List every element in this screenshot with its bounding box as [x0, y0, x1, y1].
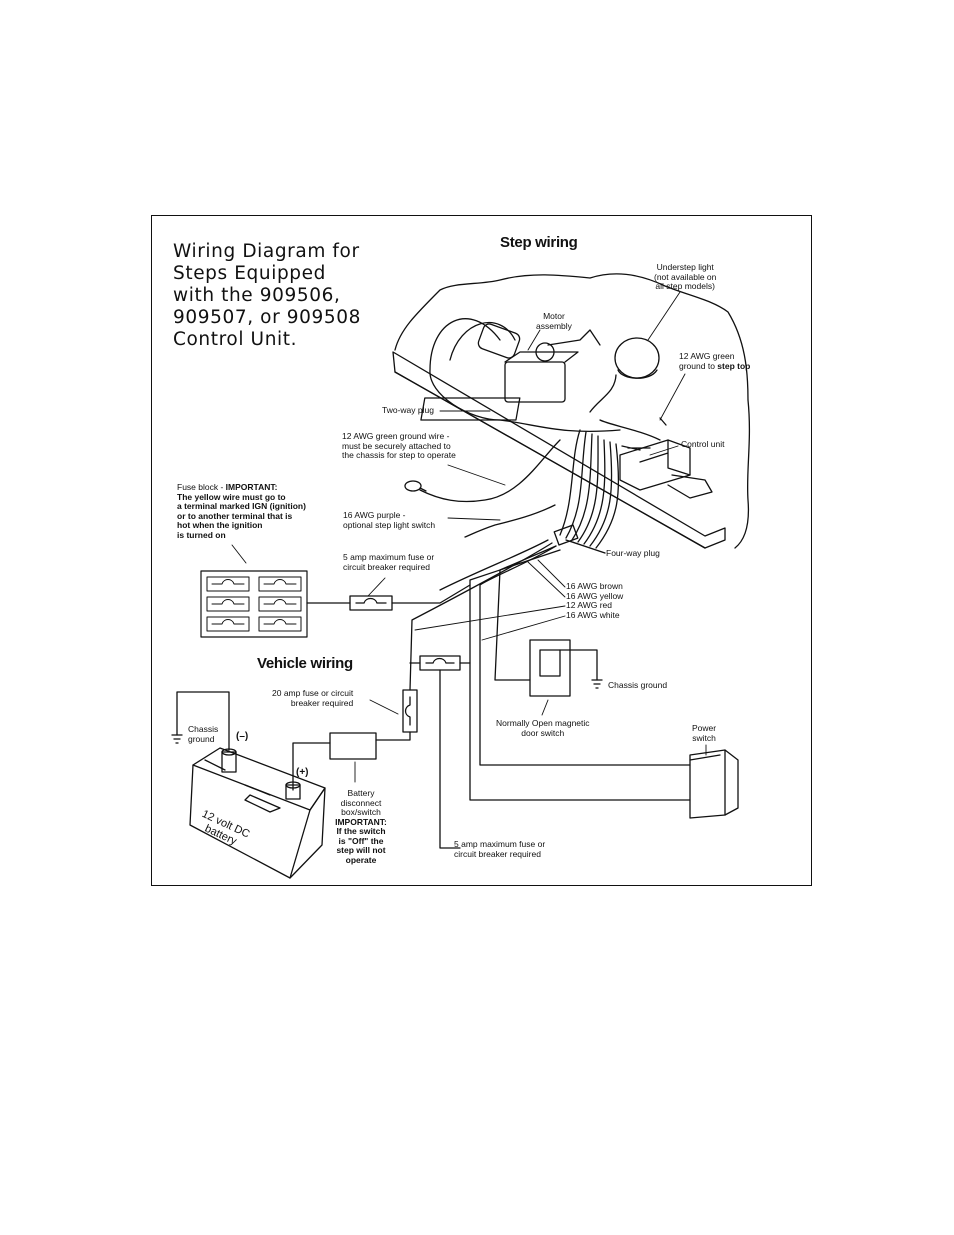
label-wire-red: 12 AWG red [566, 600, 612, 610]
label-four-way-plug: Four-way plug [606, 548, 660, 558]
label-two-way-plug: Two-way plug [382, 405, 434, 415]
label-wire-yellow: 16 AWG yellow [566, 591, 624, 601]
label-fuse-5a-top: 5 amp maximum fuse or circuit breaker re… [343, 552, 435, 572]
battery-disconnect-box [329, 732, 377, 760]
label-fuse-20a: 20 amp fuse or circuit breaker required [272, 688, 354, 708]
door-switch [529, 639, 603, 697]
step-wire-harness [429, 318, 667, 549]
label-door-switch: Normally Open magnetic door switch [496, 718, 590, 738]
heading-step-wiring: Step wiring [500, 234, 578, 251]
diagram-frame [151, 215, 812, 886]
label-wire-white: 16 AWG white [566, 610, 620, 620]
label-green-ground-wire: 12 AWG green ground wire - must be secur… [342, 431, 456, 460]
motor-assembly [420, 323, 601, 421]
understep-light [614, 337, 660, 379]
label-plus-terminal: (+) [296, 767, 309, 778]
label-fuse-5a-bottom: 5 amp maximum fuse or circuit breaker re… [454, 839, 546, 859]
label-control-unit: Control unit [681, 439, 725, 449]
label-understep-light: Understep light (not available on all st… [654, 262, 717, 291]
label-minus-terminal: (–) [236, 731, 249, 742]
purple-wire [464, 504, 556, 538]
wire-yellow [409, 542, 553, 691]
label-chassis-ground-left: Chassis ground [188, 724, 219, 744]
battery [189, 747, 326, 879]
heading-vehicle-wiring: Vehicle wiring [257, 655, 353, 672]
ground-wire [419, 439, 561, 503]
wire-white [469, 549, 691, 801]
label-purple-wire: 16 AWG purple - optional step light swit… [343, 510, 436, 530]
diagram-title: Wiring Diagram for Steps Equipped with t… [173, 241, 362, 350]
power-switch [689, 749, 739, 819]
label-power-switch: Power switch [692, 723, 717, 743]
ring-terminal [404, 480, 422, 492]
label-fuse-block: Fuse block - IMPORTANT:The yellow wire m… [177, 482, 306, 540]
fuse-block [200, 570, 308, 638]
wire-brown [439, 539, 549, 591]
label-green-ground: 12 AWG green ground to step top [679, 351, 751, 371]
step-cloud-outline [394, 273, 751, 549]
label-chassis-ground-right: Chassis ground [608, 680, 668, 690]
label-motor-assembly: Motor assembly [536, 311, 572, 331]
wire-red [479, 545, 691, 766]
control-unit [619, 439, 713, 499]
label-wire-brown: 16 AWG brown [566, 581, 623, 591]
